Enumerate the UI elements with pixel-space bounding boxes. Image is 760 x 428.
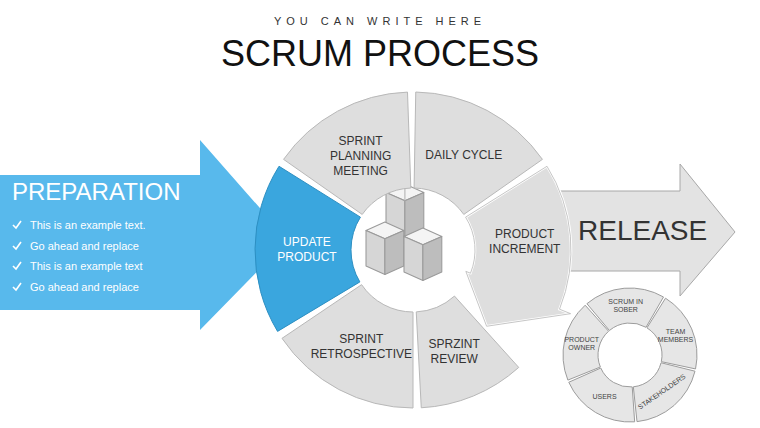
segment-label: SPRINT RETROSPECTIVE xyxy=(305,332,417,362)
bullet-text: Go ahead and replace xyxy=(30,280,139,294)
bullet-text: This is an example text. xyxy=(30,218,146,232)
check-stroke xyxy=(13,221,21,228)
segment-label: SPRZINT REVIEW xyxy=(421,337,487,367)
bullet-text: This is an example text xyxy=(30,259,143,273)
segment-label: UPDATE PRODUCT xyxy=(267,235,347,265)
segment-label: USERS xyxy=(585,393,625,401)
check-mark xyxy=(12,261,22,271)
segment-label: SPRINT PLANNING MEETING xyxy=(315,133,407,178)
segment-outline xyxy=(466,166,571,326)
segment-outline xyxy=(416,296,518,408)
arrow-shape xyxy=(0,140,290,332)
segment-edge xyxy=(466,166,571,326)
subtitle-label: YOU CAN WRITE HERE xyxy=(0,15,760,27)
diagram-title: SCRUM PROCESS xyxy=(0,34,760,74)
preparation-heading: PREPARATION xyxy=(12,178,180,206)
segment-outline xyxy=(647,298,697,369)
segment-label: DAILY CYCLE xyxy=(424,147,504,162)
check-stroke xyxy=(13,262,21,269)
segment-outline xyxy=(633,363,695,422)
check-stroke xyxy=(13,242,21,249)
segment-label: PRODUCT OWNER xyxy=(562,336,602,352)
check-mark xyxy=(12,282,22,292)
check-mark xyxy=(12,220,22,230)
segment-outline xyxy=(255,166,360,331)
release-label: RELEASE xyxy=(578,214,707,248)
segment-label: PRODUCT INCREMENT xyxy=(485,227,565,257)
segment-label: TEAM MEMBERS xyxy=(656,328,696,344)
arrow-outline xyxy=(0,140,288,330)
check-stroke xyxy=(13,283,21,290)
segment-label: SCRUM IN SOBER xyxy=(604,298,648,314)
preparation-arrow: PREPARATION This is an example text. Go ah… xyxy=(0,140,290,332)
bullet-text: Go ahead and replace xyxy=(30,239,139,253)
check-mark xyxy=(12,241,22,251)
